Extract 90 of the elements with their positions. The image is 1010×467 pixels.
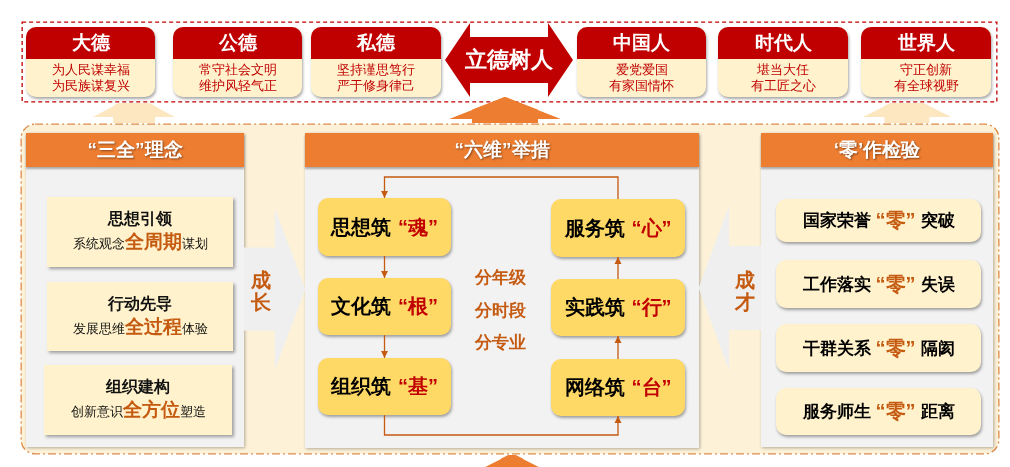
- card-text: 严于修身律己: [337, 78, 415, 94]
- highlight-text: “心”: [631, 215, 672, 241]
- block-arrow: [699, 205, 761, 371]
- highlight-text: “零”: [875, 399, 916, 424]
- dashed-frame: [20, 123, 1000, 455]
- panel-heading: “三全”理念: [26, 133, 244, 167]
- card-title: 私德: [311, 27, 441, 59]
- card-text: 为人民谋幸福: [51, 62, 130, 78]
- step-card: [318, 358, 451, 415]
- highlight-text: “基”: [398, 374, 438, 399]
- grouping-label: 分年级: [474, 266, 526, 289]
- idea-title: 思想引领: [108, 209, 172, 229]
- highlight-text: “零”: [875, 335, 916, 361]
- card-text: 常守社会文明: [198, 62, 277, 78]
- box-text: 思想筑: [331, 214, 391, 240]
- card-text: 为民族谋复兴: [51, 78, 130, 94]
- idea-card: [44, 365, 232, 435]
- highlight-text: “台”: [631, 375, 672, 400]
- value-card: [861, 27, 991, 97]
- banner-title: 立德树人: [465, 46, 553, 74]
- check-card: [776, 388, 981, 435]
- highlight-text: “零”: [875, 271, 916, 297]
- value-card: [173, 27, 302, 97]
- dashed-frame: [21, 21, 998, 103]
- box-text: 距离: [920, 401, 955, 423]
- panel: [761, 133, 993, 447]
- highlight-text: “零”: [875, 208, 916, 233]
- step-card: [318, 198, 451, 256]
- box-text: 隔阂: [920, 337, 955, 360]
- box-text: 服务师生: [802, 401, 871, 423]
- edge-label: 成长: [251, 269, 271, 313]
- box-text: 组织筑: [331, 374, 391, 399]
- highlight-text: “根”: [398, 294, 438, 319]
- card-text: 堪当大任: [757, 62, 809, 78]
- step-card: [551, 199, 685, 257]
- panel: [305, 133, 699, 448]
- box-text: 实践筑: [564, 295, 625, 320]
- idea-text: 创新意识全方位塑造: [70, 398, 206, 422]
- check-card: [776, 260, 981, 308]
- box-text: 网络筑: [564, 375, 625, 400]
- card-text: 有全球视野: [893, 78, 959, 94]
- idea-title: 行动先导: [108, 293, 172, 314]
- idea-text: 系统观念全周期谋划: [72, 230, 208, 254]
- card-text: 维护风轻气正: [198, 78, 277, 94]
- check-card: [776, 324, 981, 372]
- value-card: [311, 27, 441, 97]
- highlight-text: “行”: [631, 295, 672, 320]
- box-text: 突破: [920, 210, 955, 232]
- flow-arrow: [381, 176, 619, 200]
- card-title: 大德: [26, 27, 155, 59]
- card-text: 爱党爱国: [615, 62, 668, 78]
- idea-title: 组织建构: [106, 377, 170, 397]
- flow-arrow: [381, 334, 388, 359]
- panel-heading: ‘零’作检验: [761, 133, 993, 167]
- panel-heading: “六维”举措: [305, 133, 699, 167]
- box-text: 服务筑: [564, 215, 625, 241]
- card-title: 世界人: [861, 27, 991, 59]
- up-arrow: [449, 97, 561, 123]
- idea-text: 发展思维全过程体验: [72, 314, 208, 339]
- box-text: 失误: [920, 273, 955, 296]
- value-card: [26, 27, 155, 97]
- idea-card: [47, 197, 233, 267]
- flow-arrow: [614, 256, 622, 280]
- box-text: 干群关系: [802, 337, 871, 360]
- step-card: [551, 279, 685, 336]
- card-title: 公德: [173, 27, 302, 59]
- flow-arrow: [381, 255, 388, 279]
- edge-label: 成才: [735, 269, 755, 313]
- flow-arrow: [383, 414, 622, 436]
- card-text: 有工匠之心: [750, 78, 816, 94]
- check-card: [776, 199, 981, 242]
- card-text: 坚持谨思笃行: [337, 62, 415, 78]
- card-title: 中国人: [577, 27, 706, 59]
- box-text: 工作落实: [802, 273, 871, 296]
- step-card: [551, 359, 685, 416]
- idea-card: [47, 282, 233, 351]
- highlight-text: “魂”: [398, 214, 438, 240]
- double-arrow-banner: [445, 23, 573, 97]
- value-card: [577, 27, 706, 97]
- box-text: 国家荣誉: [802, 210, 871, 232]
- grouping-label: 分时段: [474, 299, 526, 322]
- value-card: [718, 27, 848, 97]
- flow-arrow: [614, 335, 622, 360]
- box-text: 文化筑: [331, 294, 391, 319]
- panel: [26, 133, 244, 447]
- card-title: 时代人: [718, 27, 848, 59]
- grouping-label: 分专业: [474, 331, 526, 354]
- card-text: 有家国情怀: [609, 78, 674, 94]
- step-card: [318, 278, 451, 335]
- card-text: 守正创新: [900, 62, 952, 78]
